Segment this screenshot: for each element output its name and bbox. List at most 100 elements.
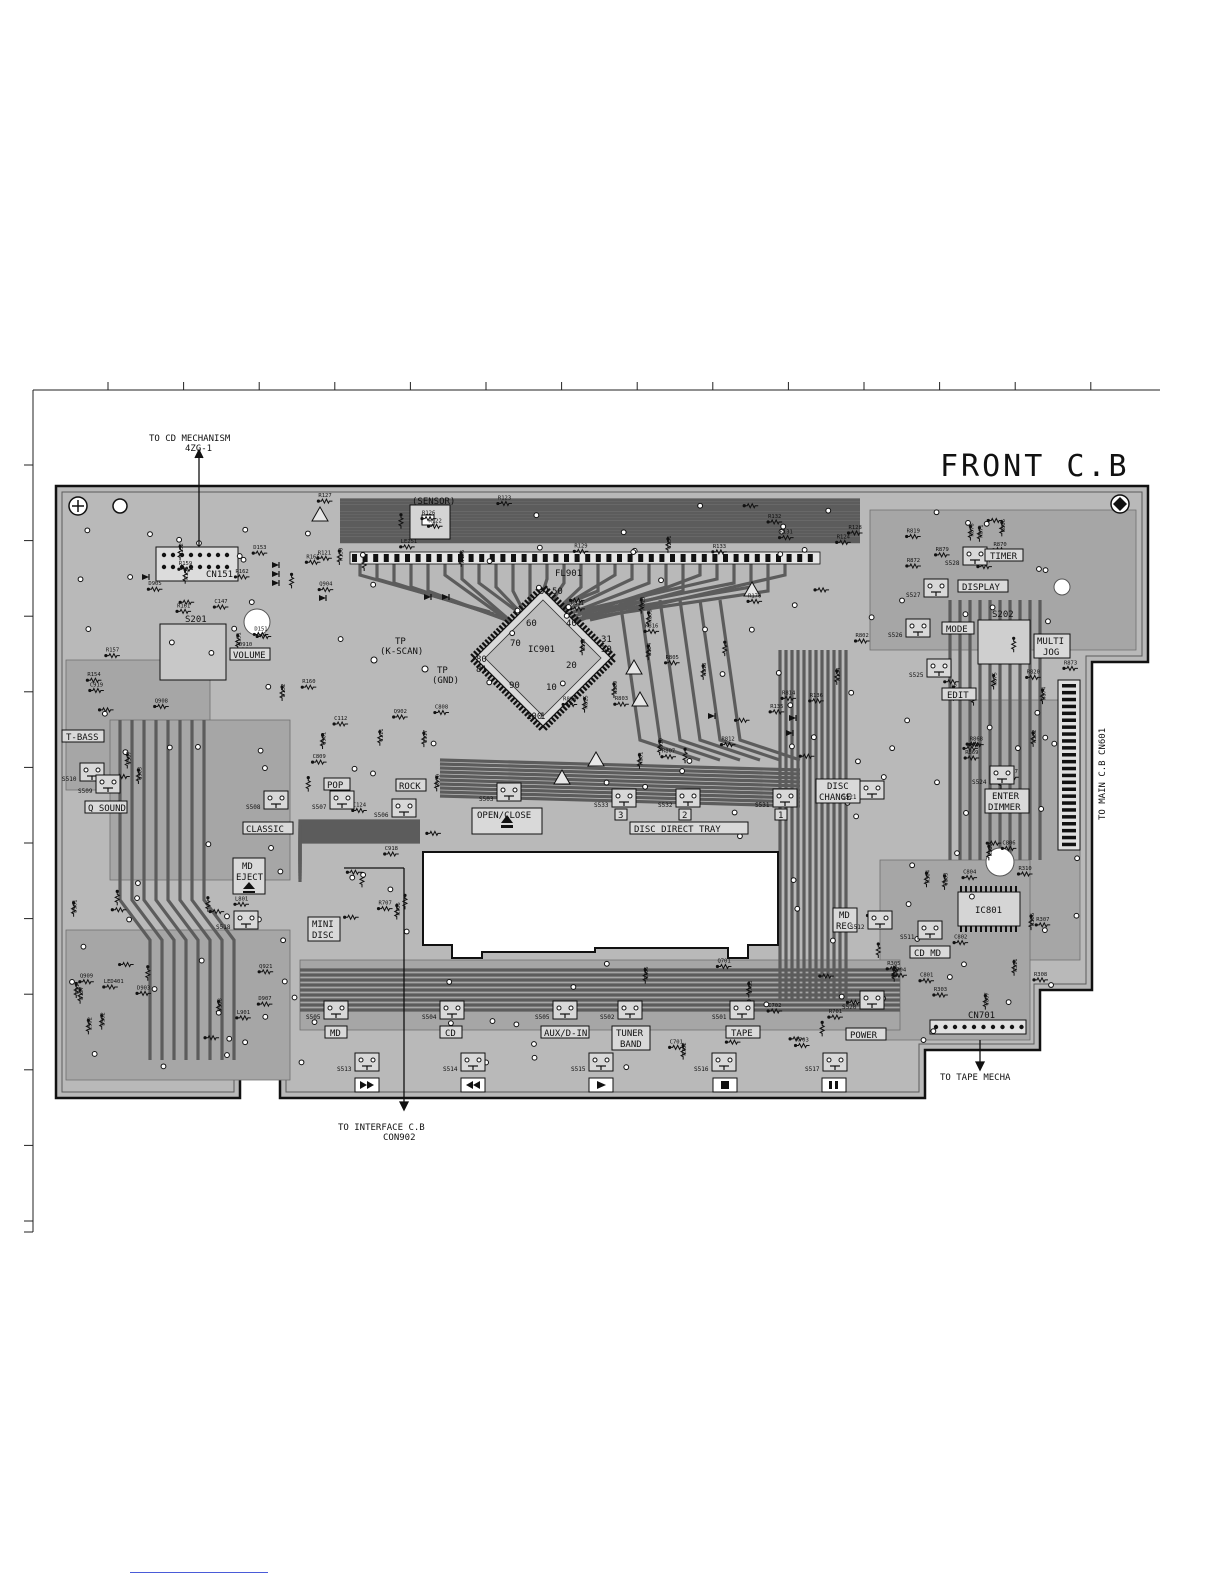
ic-pin-100: 100 [526, 712, 542, 722]
disc-change-label-1: DISC [827, 782, 849, 792]
ic-pin-70: 70 [510, 639, 521, 649]
via [224, 913, 230, 920]
resistor [941, 874, 948, 890]
component-ref-label: R810 [659, 738, 665, 751]
diode [142, 574, 150, 580]
resistor [70, 901, 77, 917]
component-ref-label: D901 [73, 899, 79, 912]
switch-id-label: S517 [805, 1066, 820, 1073]
ic-pin-81: 81 [476, 665, 487, 675]
resistor [943, 678, 959, 685]
via [242, 1039, 249, 1046]
hole-right-lower [985, 847, 1015, 877]
band-label: BAND [620, 1040, 642, 1050]
ic-pin-20: 20 [566, 661, 577, 671]
via [719, 671, 726, 677]
resistor [745, 982, 752, 998]
via [268, 845, 274, 851]
cn701-label: CN701 [968, 1011, 995, 1021]
component-ref-label: R702 [682, 1042, 688, 1055]
component-ref-label: R817 [581, 638, 587, 651]
component-ref-label: R879 [936, 547, 949, 553]
tact-switch-s514 [460, 1052, 486, 1072]
component-ref-label: C803 [944, 873, 950, 886]
via [205, 841, 212, 848]
via [242, 526, 249, 533]
resistor [808, 697, 824, 705]
q-sound-label-box [84, 800, 128, 814]
fl901-label: FL901 [555, 569, 582, 579]
via [801, 546, 808, 553]
tact-switch-s531 [772, 788, 798, 808]
resistor [668, 1044, 684, 1051]
resistor [257, 968, 274, 975]
component-ref-label: R122 [429, 518, 442, 524]
component-ref-label: Q908 [155, 698, 168, 704]
via [748, 626, 755, 633]
via [265, 683, 272, 690]
resistor [827, 1013, 843, 1021]
resistor [636, 753, 643, 769]
via [1038, 806, 1045, 812]
multi-jog-label-2: JOG [1043, 648, 1059, 658]
component-ref-label: R130 [338, 548, 344, 561]
via [69, 979, 75, 985]
component-ref-label: C810 [436, 774, 442, 787]
mini-disc-label-box [307, 916, 341, 942]
via [791, 602, 798, 608]
resistor [288, 572, 295, 589]
resistor [766, 1007, 783, 1015]
component-ref-label: D127 [79, 987, 85, 1000]
mini-disc-label-2: DISC [312, 931, 334, 941]
resistor [835, 539, 851, 546]
resistor [233, 901, 249, 908]
via [77, 576, 84, 583]
s202-block: S202 [977, 610, 1031, 665]
component-ref-label: R809 [613, 681, 619, 694]
resistor [397, 513, 405, 529]
component-ref-label: R123 [498, 496, 511, 502]
connector-callouts [194, 448, 986, 1112]
resistor [458, 551, 465, 567]
eject-icons [243, 815, 513, 893]
resistor [144, 965, 151, 981]
transport-button-boxes [354, 1077, 847, 1093]
component-ref-label: C124 [353, 802, 367, 808]
tact-switch-s521 [859, 780, 885, 800]
via [777, 551, 784, 558]
cd-mechanism-sub-label: 4ZG-1 [185, 444, 212, 454]
timer-label: TIMER [990, 552, 1018, 562]
resistor [998, 520, 1005, 537]
via [311, 1019, 318, 1025]
component-ref-label: C702 [768, 1003, 781, 1009]
via [763, 1001, 770, 1008]
via [85, 626, 92, 632]
mounting-hole-left-cross [72, 500, 84, 512]
switch-id-label: S524 [972, 779, 987, 786]
switch-id-label: S521 [842, 794, 857, 801]
multi-jog-label-box [1033, 633, 1071, 659]
resistor [316, 497, 333, 505]
md-eject-label-2: EJECT [236, 873, 264, 883]
interface-cb-label: TO INTERFACE C.B [338, 1123, 425, 1133]
resistor [208, 908, 225, 915]
resistor [1016, 870, 1033, 878]
component-ref-label: L902 [87, 1017, 93, 1030]
play-icon [597, 1081, 606, 1089]
switch-id-label: S506 [374, 812, 389, 819]
component-ref-label: R820 [1027, 669, 1040, 675]
component-ref-label: R154 [87, 672, 101, 678]
component-reference-labels: R160R165R162R159R157R154R153R152R151R161… [73, 493, 1078, 1056]
diode [786, 730, 794, 736]
via [934, 779, 940, 786]
resistor [780, 695, 797, 702]
resistor [875, 942, 882, 958]
resistor [178, 599, 195, 606]
component-ref-label: R160 [302, 679, 315, 685]
ic-pin-90: 90 [509, 681, 520, 691]
switch-id-label: S510 [62, 776, 77, 783]
resistor [399, 543, 415, 550]
switch-id-label: S515 [571, 1066, 586, 1073]
resistor [1025, 674, 1041, 681]
